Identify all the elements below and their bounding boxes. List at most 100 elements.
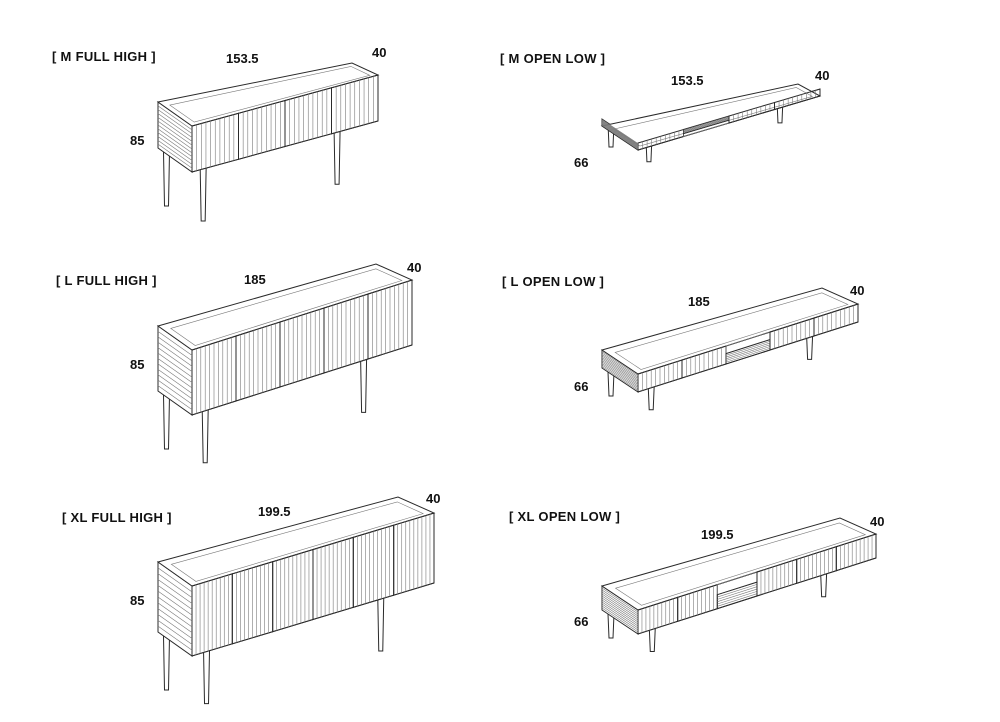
leg (360, 358, 368, 413)
side-groove (601, 125, 639, 150)
width-dimension: 199.5 (701, 527, 734, 542)
side-groove (157, 363, 193, 389)
drawer-groove (683, 117, 730, 132)
drawer-groove (725, 341, 771, 356)
side-groove (157, 579, 193, 604)
model-label: [ M FULL HIGH ] (52, 49, 156, 64)
side-groove (157, 117, 193, 142)
side-groove (601, 599, 639, 625)
side-groove (601, 601, 639, 627)
side-groove (601, 364, 639, 390)
leg (203, 649, 211, 705)
side-groove (601, 355, 639, 381)
top-inset (614, 522, 867, 606)
height-dimension: 85 (130, 593, 145, 608)
drawer-groove (725, 342, 771, 358)
door (393, 512, 435, 596)
top-surface (600, 83, 822, 151)
top-inset (170, 268, 403, 346)
sideboard-drawing (156, 62, 380, 222)
side-groove (157, 379, 193, 405)
model-label: [ M OPEN LOW ] (500, 51, 606, 66)
leg (163, 151, 170, 207)
leg (607, 122, 615, 148)
side-groove (601, 593, 639, 619)
side-groove (601, 595, 639, 621)
drawer-groove (717, 588, 758, 602)
drawer-groove (725, 346, 771, 361)
side-groove (601, 119, 639, 144)
side-groove (157, 614, 193, 639)
sideboard-drawing (600, 517, 878, 652)
side-groove (157, 140, 193, 165)
panel-xl-full-high: [ XL FULL HIGH ] 199.5 40 85 (0, 480, 500, 722)
height-dimension: 85 (130, 357, 145, 372)
drawer-groove (717, 586, 758, 600)
side-groove (157, 608, 193, 633)
side-groove (157, 105, 193, 131)
depth-dimension: 40 (372, 45, 387, 60)
side-groove (157, 358, 193, 383)
side-groove (601, 351, 639, 376)
drawer-groove (683, 118, 730, 133)
side-groove (157, 573, 193, 598)
side-groove (601, 122, 639, 148)
top-inset (169, 66, 371, 123)
side-groove (601, 360, 639, 385)
sideboard-drawing (600, 287, 860, 411)
leg (607, 371, 615, 397)
side-groove (157, 585, 193, 610)
leg (163, 635, 170, 691)
door (813, 303, 859, 337)
side-groove (601, 124, 639, 149)
panel-m-full-high: [ M FULL HIGH ] 153.5 40 85 (0, 0, 500, 240)
leg (648, 627, 656, 652)
side-groove (601, 597, 639, 623)
leg (647, 385, 655, 411)
leg (333, 130, 341, 185)
side-groove (157, 590, 193, 616)
side-groove (601, 122, 639, 147)
side-groove (157, 352, 193, 378)
top-inset (614, 292, 849, 370)
side-groove (157, 136, 193, 161)
side-groove (157, 369, 193, 394)
side-groove (601, 366, 639, 391)
sideboard-drawing (156, 263, 414, 464)
side-groove (157, 374, 193, 399)
leg (201, 408, 209, 464)
drawer-groove (717, 591, 758, 605)
door (331, 74, 379, 135)
side-groove (157, 113, 193, 138)
side-groove (157, 331, 193, 356)
width-dimension: 199.5 (258, 504, 291, 519)
side-groove (601, 587, 639, 613)
side-groove (601, 120, 639, 145)
leg (776, 98, 784, 124)
drawer-groove (683, 116, 730, 131)
panel-xl-open-low: [ XL OPEN LOW ] 199.5 40 66 (500, 480, 1000, 722)
drawer-groove (683, 119, 730, 134)
leg (806, 335, 814, 360)
side-groove (157, 347, 193, 372)
side-groove (601, 121, 639, 146)
side-groove (601, 605, 639, 631)
side-groove (601, 589, 639, 615)
depth-dimension: 40 (850, 283, 865, 298)
side-groove (601, 358, 639, 384)
model-label: [ L FULL HIGH ] (56, 273, 157, 288)
sideboard-drawing (600, 83, 822, 163)
depth-dimension: 40 (407, 260, 422, 275)
model-label: [ XL FULL HIGH ] (62, 510, 172, 525)
drawer-groove (725, 344, 771, 360)
height-dimension: 66 (574, 614, 589, 629)
side-groove (601, 361, 639, 387)
sideboard-drawing (156, 496, 436, 705)
depth-dimension: 40 (426, 491, 441, 506)
side-groove (601, 352, 639, 378)
drawer-groove (683, 117, 730, 132)
side-groove (157, 143, 193, 169)
side-groove (601, 591, 639, 617)
leg (377, 597, 385, 652)
depth-dimension: 40 (815, 68, 830, 83)
